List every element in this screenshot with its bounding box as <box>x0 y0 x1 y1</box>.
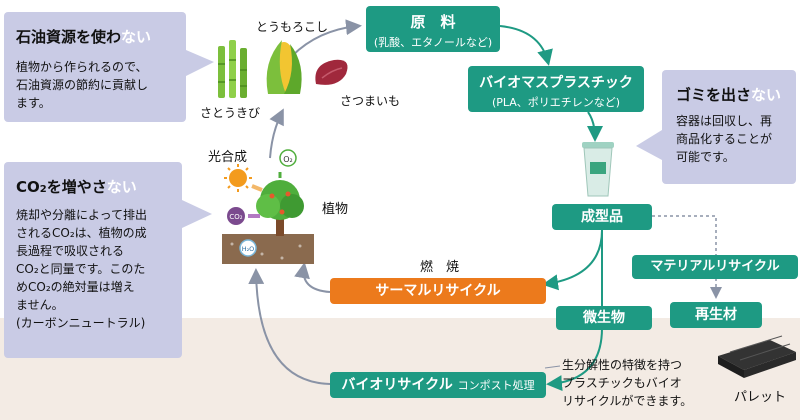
pallet-icon <box>718 335 796 378</box>
molded-product-box: 成型品 <box>552 204 652 230</box>
cup-icon <box>582 142 614 197</box>
co2-callout-title: CO2を増やさない <box>16 178 137 196</box>
arrow-plant-to-crops <box>269 108 284 159</box>
tree-icon <box>256 180 304 236</box>
sugarcane-icon <box>218 40 247 98</box>
arrow-thermal-to-soil <box>294 262 331 293</box>
sun-icon <box>224 164 252 192</box>
arrow-bioplastic-to-cup <box>586 111 603 142</box>
o2-text: O₂ <box>283 155 293 164</box>
soil-icon <box>222 234 314 264</box>
photosynthesis-label: 光合成 <box>208 150 248 165</box>
corn-icon <box>266 40 302 94</box>
plant-label: 植物 <box>322 202 349 217</box>
microbe-box: 微生物 <box>556 306 652 330</box>
note-connector <box>544 365 561 369</box>
thermal-recycle-box: サーマルリサイクル <box>330 278 546 304</box>
oil-callout-text: 植物から作られるので、 石油資源の節約に貢献し ます。 <box>16 60 149 110</box>
recycled-material-box: 再生材 <box>670 302 762 328</box>
h2o-bubble <box>239 239 257 257</box>
o2-bubble <box>279 149 297 167</box>
biodegradable-note: 生分解性の特徴を持つ プラスチックもバイオ リサイクルができます。 <box>562 358 693 408</box>
sweet-potato-icon <box>315 59 348 85</box>
sun-arrow <box>251 184 263 192</box>
h2o-text: H₂O <box>242 245 255 253</box>
co2-text: CO₂ <box>229 213 242 221</box>
arrow-crops-to-raw <box>291 19 362 57</box>
co2-callout: CO2を増やさない 焼却や分離によって排出 されるCO₂は、植物の成 長過程で吸… <box>4 162 182 358</box>
co2-callout-pointer <box>182 200 212 228</box>
arrow-raw-to-bioplastic <box>499 25 553 66</box>
arrow-microbe-to-bio <box>546 327 603 392</box>
waste-callout-title: ゴミを出さない <box>676 86 782 104</box>
oil-callout: 石油資源を使わない 植物から作られるので、 石油資源の節約に貢献し ます。 <box>4 12 186 122</box>
pallet-label: パレット <box>734 390 787 405</box>
bioplastic-box: バイオマスプラスチック (PLA、ポリエチレンなど) <box>468 66 644 112</box>
oil-callout-pointer <box>186 50 214 76</box>
co2-callout-text: 焼却や分離によって排出 されるCO₂は、植物の成 長過程で吸収される CO₂と同… <box>16 208 148 330</box>
corn-label: とうもろこし <box>256 20 329 34</box>
arrow-bio-to-soil <box>248 268 331 385</box>
sweet-potato-label: さつまいも <box>340 94 401 108</box>
bio-recycle-box: バイオリサイクル コンポスト処理 <box>330 372 546 398</box>
raw-material-box: 原 料 (乳酸、エタノールなど) <box>366 6 500 52</box>
material-recycle-box: マテリアルリサイクル <box>632 255 798 279</box>
oil-callout-title: 石油資源を使わない <box>16 28 152 46</box>
waste-callout: ゴミを出さない 容器は回収し、再 商品化することが 可能です。 <box>662 70 796 184</box>
waste-callout-pointer <box>636 130 662 160</box>
co2-bubble <box>227 207 245 225</box>
combustion-label: 燃 焼 <box>420 260 460 275</box>
sugarcane-label: さとうきび <box>200 106 261 120</box>
waste-callout-text: 容器は回収し、再 商品化することが 可能です。 <box>676 114 773 164</box>
